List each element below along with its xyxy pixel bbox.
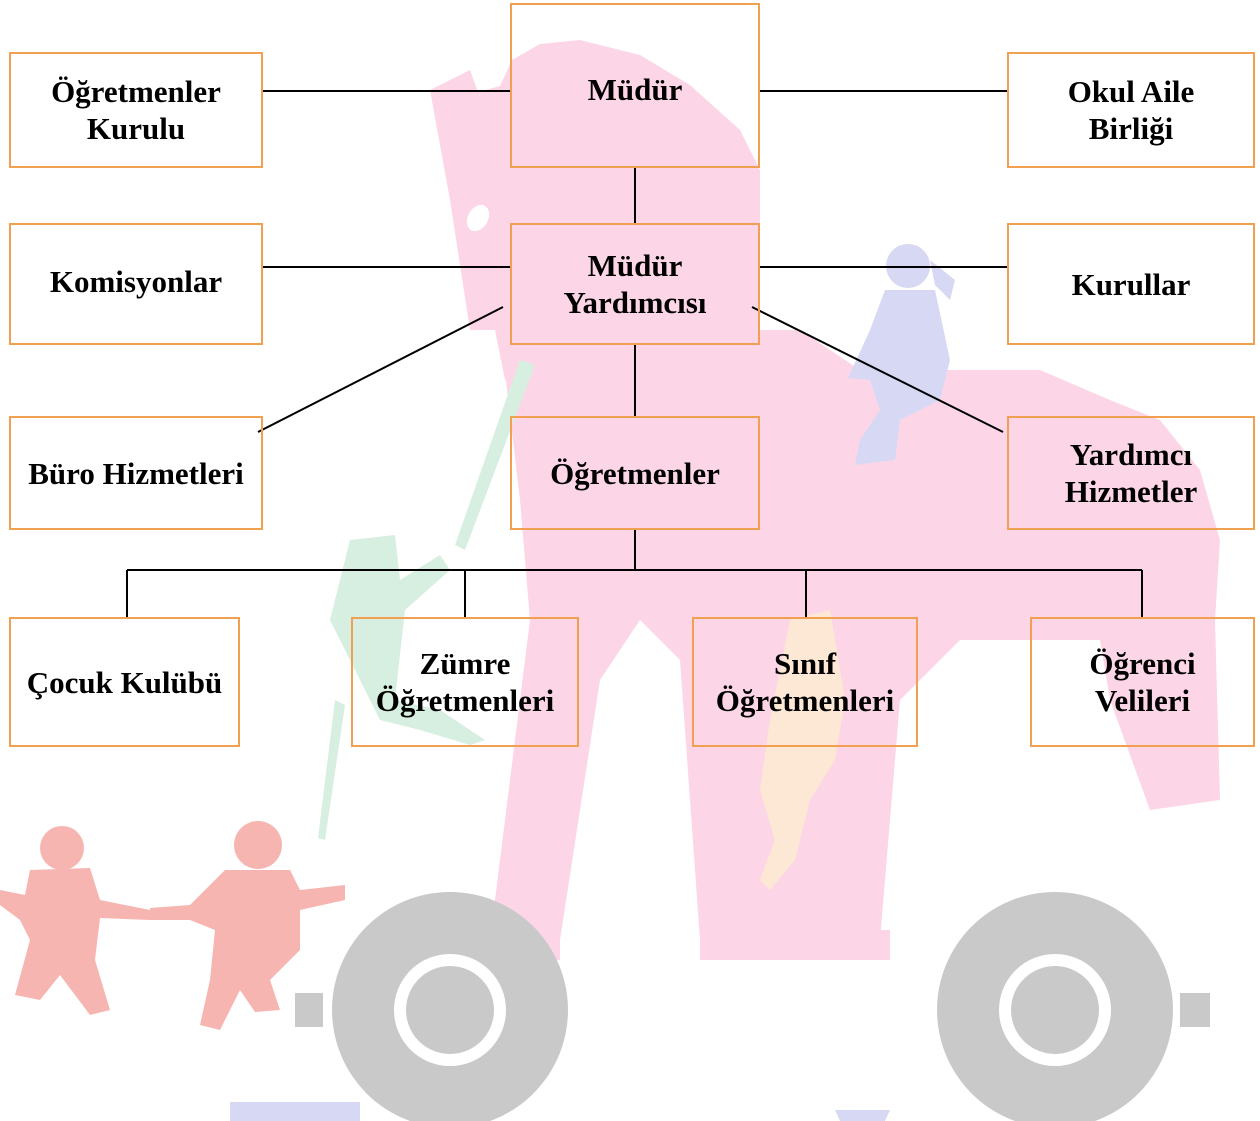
node-label: Büro Hizmetleri	[28, 455, 244, 491]
node-label: Öğretmenler Kurulu	[51, 74, 221, 146]
node-label: Zümre Öğretmenleri	[375, 646, 555, 718]
node-label: Çocuk Kulübü	[26, 664, 223, 700]
wheel-left-icon	[295, 892, 568, 1121]
node-yardimci-hizmetler: Yardımcı Hizmetler	[1007, 416, 1255, 530]
node-label: Müdür	[587, 72, 683, 107]
node-kurullar: Kurullar	[1007, 223, 1255, 345]
node-label: Kurullar	[1071, 266, 1191, 302]
node-zumre-ogretmenleri: Zümre Öğretmenleri	[351, 617, 579, 747]
node-okul-aile-birligi: Okul Aile Birliği	[1007, 52, 1255, 168]
child-silhouette-green-icon	[318, 360, 535, 840]
horse-silhouette	[430, 40, 1220, 960]
node-label: Okul Aile Birliği	[1067, 74, 1195, 146]
node-sinif-ogretmenleri: Sınıf Öğretmenleri	[692, 617, 918, 747]
node-label: Öğrenci Velileri	[1089, 646, 1196, 718]
node-label: Öğretmenler	[550, 455, 720, 491]
children-silhouette-red-icon	[0, 821, 345, 1030]
node-mudur-yardimcisi: Müdür Yardımcısı	[510, 223, 760, 345]
node-label: Sınıf Öğretmenleri	[715, 646, 895, 718]
edge-yardimcisi-buro	[257, 306, 504, 433]
node-ogretmenler-kurulu: Öğretmenler Kurulu	[9, 52, 263, 168]
child-silhouette-orange-icon	[760, 610, 845, 890]
node-cocuk-kulubu: Çocuk Kulübü	[9, 617, 240, 747]
edge-yardimcisi-yardimci-hizmetler	[751, 306, 1004, 433]
node-mudur: Müdür	[510, 3, 760, 168]
node-ogrenci-velileri: Öğrenci Velileri	[1030, 617, 1255, 747]
node-label: Yardımcı Hizmetler	[1064, 437, 1198, 509]
node-label: Komisyonlar	[49, 264, 223, 299]
node-label: Müdür Yardımcısı	[563, 248, 707, 320]
wheel-right-icon	[937, 892, 1210, 1121]
node-komisyonlar: Komisyonlar	[9, 223, 263, 345]
child-silhouette-blue-icon	[835, 244, 955, 1121]
node-buro-hizmetleri: Büro Hizmetleri	[9, 416, 263, 530]
decorative-block	[230, 1102, 360, 1121]
node-ogretmenler: Öğretmenler	[510, 416, 760, 530]
